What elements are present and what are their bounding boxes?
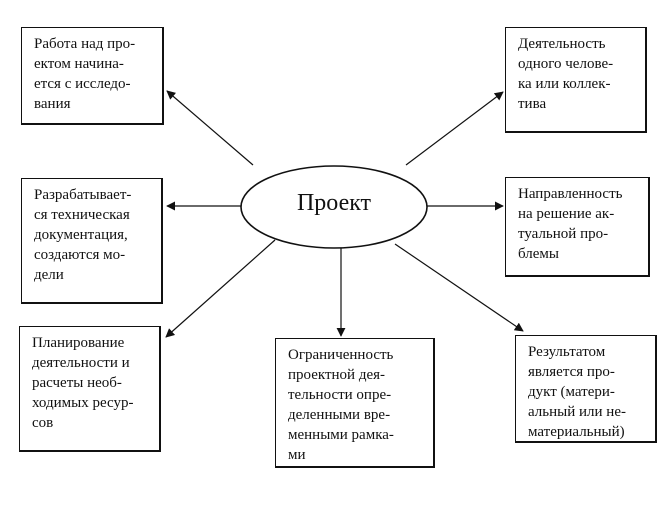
box-line: одного челове- bbox=[518, 56, 614, 72]
box-line: менными рамка- bbox=[288, 427, 394, 443]
box-line: вания bbox=[34, 96, 71, 112]
box-line: сов bbox=[32, 415, 54, 431]
box-line: Деятельность bbox=[518, 36, 606, 52]
arrow-to-box-3 bbox=[165, 239, 276, 338]
box-line: тива bbox=[518, 96, 547, 112]
box-line: альный или не- bbox=[528, 404, 626, 420]
arrow-to-box-6 bbox=[394, 243, 524, 332]
box-planning: Планирование деятельности и расчеты необ… bbox=[19, 326, 161, 452]
box-line: ми bbox=[288, 447, 306, 463]
box-line: Ограниченность bbox=[288, 347, 394, 363]
box-line: дели bbox=[34, 267, 64, 283]
center-label: Проект bbox=[296, 190, 372, 216]
box-result: Результатом является про- дукт (матери- … bbox=[515, 335, 657, 443]
box-line: создаются мо- bbox=[34, 247, 126, 263]
box-line: на решение ак- bbox=[518, 206, 615, 222]
box-line: Планирование bbox=[32, 335, 125, 351]
box-line: туальной про- bbox=[518, 226, 609, 242]
box-line: расчеты необ- bbox=[32, 375, 122, 391]
box-activity: Деятельность одного челове- ка или колле… bbox=[505, 27, 647, 133]
arrow-to-box-4 bbox=[405, 91, 504, 166]
box-line: ектом начина- bbox=[34, 56, 124, 72]
box-line: ется с исследо- bbox=[34, 76, 131, 92]
box-line: деятельности и bbox=[32, 355, 130, 371]
box-line: материальный) bbox=[528, 424, 625, 440]
box-documentation: Разрабатывает- ся техническая документац… bbox=[21, 178, 163, 304]
box-line: проектной дея- bbox=[288, 367, 386, 383]
box-line: деленными вре- bbox=[288, 407, 391, 423]
box-time-limits: Ограниченность проектной дея- тельности … bbox=[275, 338, 435, 468]
box-line: ся техническая bbox=[34, 207, 130, 223]
box-line: является про- bbox=[528, 364, 615, 380]
box-line: ка или коллек- bbox=[518, 76, 611, 92]
box-line: документация, bbox=[34, 227, 128, 243]
box-line: Работа над про- bbox=[34, 36, 136, 52]
box-line: ходимых ресур- bbox=[32, 395, 134, 411]
center-ellipse bbox=[240, 165, 428, 249]
box-line: блемы bbox=[518, 246, 559, 262]
box-research: Работа над про- ектом начина- ется с исс… bbox=[21, 27, 164, 125]
box-line: дукт (матери- bbox=[528, 384, 615, 400]
box-line: Результатом bbox=[528, 344, 606, 360]
box-line: тельности опре- bbox=[288, 387, 392, 403]
box-focus: Направленность на решение ак- туальной п… bbox=[505, 177, 650, 277]
arrow-to-box-1 bbox=[166, 90, 254, 166]
box-line: Разрабатывает- bbox=[34, 187, 132, 203]
box-line: Направленность bbox=[518, 186, 623, 202]
